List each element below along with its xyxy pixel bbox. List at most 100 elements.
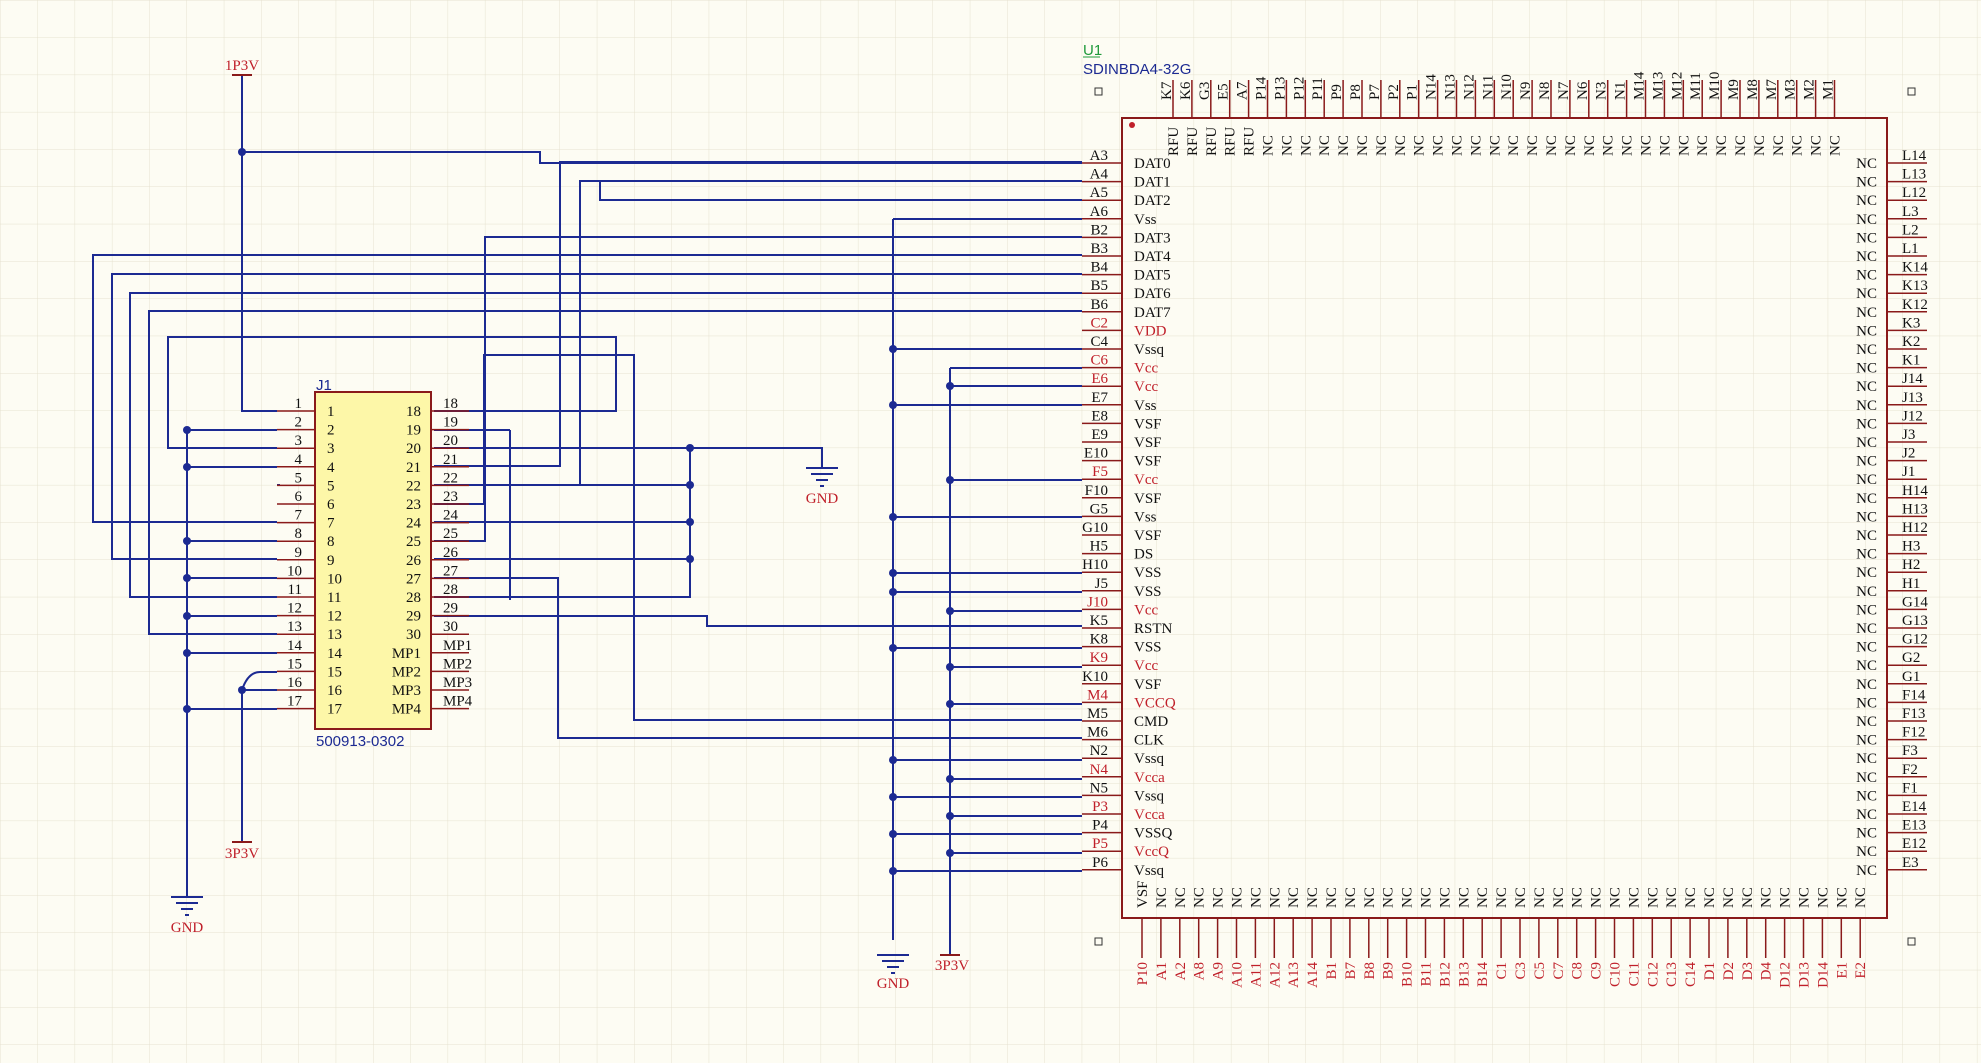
u1-pin-name: Vcc — [1134, 379, 1158, 395]
u1-pin-number: C14 — [1683, 962, 1699, 988]
u1-pin-number: C7 — [1551, 962, 1567, 980]
u1-pin-number: C1 — [1494, 962, 1510, 980]
u1-pin-name: DAT4 — [1134, 249, 1171, 265]
u1-pin-number: L12 — [1902, 185, 1926, 201]
u1-pin-number: E14 — [1902, 799, 1927, 815]
u1-pin-name: NC — [1695, 135, 1711, 156]
u1-pin-number: J1 — [1902, 464, 1915, 480]
u1-pin-number: J10 — [1087, 594, 1108, 610]
u1-pin-number: N12 — [1461, 74, 1477, 100]
j1-pin-name: 26 — [406, 553, 422, 569]
j1-pin-number: 24 — [443, 508, 459, 524]
u1-pin-number: G12 — [1902, 632, 1928, 648]
u1-pin-number: M2 — [1802, 79, 1818, 100]
u1-pin-number: B11 — [1419, 962, 1435, 986]
u1-pin-name: Vcca — [1134, 770, 1165, 786]
ground-label-top: GND — [806, 491, 839, 507]
j1-pin-number: 11 — [288, 582, 302, 598]
u1-pin-number: C10 — [1608, 962, 1624, 987]
wire-cmd[interactable] — [434, 354, 1082, 721]
u1-pin-name: NC — [1856, 416, 1877, 432]
wire-dat2[interactable] — [580, 180, 1082, 201]
u1-pin-name: NC — [1355, 135, 1371, 156]
u1-bottom-pins: VSFP10NCA1NCA2NCA8NCA9NCA10NCA11NCA12NCA… — [1135, 880, 1869, 987]
u1-pin-name: NC — [1419, 887, 1435, 908]
wire-rstn[interactable] — [434, 615, 1082, 627]
u1-pin-name: Vssq — [1134, 751, 1165, 767]
ground-label-left: GND — [171, 920, 204, 936]
u1-pin-number: K12 — [1902, 297, 1928, 313]
u1-pin-name: RFU — [1185, 127, 1201, 156]
u1-designator: U1 — [1083, 42, 1102, 59]
u1-pin-number: H1 — [1902, 576, 1920, 592]
wire-dat4[interactable] — [92, 254, 1082, 523]
u1-pin-name: NC — [1790, 135, 1806, 156]
u1-pin-number: A6 — [1090, 204, 1109, 220]
u1-pin-name: VSF — [1134, 416, 1162, 432]
u1-pin-name: NC — [1381, 887, 1397, 908]
wire-dat7[interactable] — [148, 310, 1082, 635]
u1-pin-number: J14 — [1902, 371, 1923, 387]
u1-pin-name: NC — [1412, 135, 1428, 156]
ground-symbol-u1[interactable] — [877, 954, 909, 974]
power-3p3v-u1[interactable]: 3P3V — [935, 954, 969, 974]
power-1p3v[interactable]: 1P3V — [225, 58, 259, 76]
u1-pin-number: A13 — [1286, 962, 1302, 988]
j1-pin-number: 6 — [295, 489, 303, 505]
u1-pin-number: G10 — [1082, 520, 1108, 536]
u1-pin-name: RFU — [1166, 127, 1182, 156]
u1-pin-name: NC — [1305, 887, 1321, 908]
u1-pin-name: NC — [1487, 135, 1503, 156]
u1-pin-name: NC — [1400, 887, 1416, 908]
j1-pin-name: 11 — [327, 590, 341, 606]
u1-pin-number: K8 — [1090, 632, 1108, 648]
u1-pin-number: J5 — [1095, 576, 1108, 592]
u1-pin-name: NC — [1343, 887, 1359, 908]
wire-clk[interactable] — [434, 577, 1082, 739]
j1-body[interactable] — [314, 391, 432, 730]
u1-pin-number: M13 — [1650, 72, 1666, 100]
u1-pin-number: J13 — [1902, 390, 1923, 406]
u1-body[interactable] — [1121, 117, 1888, 919]
u1-pin-name: NC — [1856, 565, 1877, 581]
u1-pin-number: B8 — [1362, 962, 1378, 980]
u1-pin-number: K13 — [1902, 278, 1928, 294]
power-3p3v-left[interactable]: 3P3V — [225, 841, 259, 862]
ground-symbol-left[interactable] — [171, 896, 203, 916]
u1-pin-number: F1 — [1902, 780, 1918, 796]
u1-pin-number: M4 — [1087, 687, 1108, 703]
u1-pin-number: L2 — [1902, 222, 1919, 238]
wire-dat5[interactable] — [111, 273, 1082, 560]
u1-pin-number: G13 — [1902, 613, 1928, 629]
u1-pin-name: NC — [1563, 135, 1579, 156]
u1-pin-name: VSF — [1134, 528, 1162, 544]
u1-pin-number: B12 — [1437, 962, 1453, 987]
u1-pin-number: B9 — [1381, 962, 1397, 980]
j1-pin-number: 28 — [443, 582, 458, 598]
wire-dat1[interactable] — [434, 161, 1082, 467]
u1-pin-number: C3 — [1513, 962, 1529, 980]
j1-pin-number: 17 — [287, 694, 303, 710]
u1-pin-number: D1 — [1702, 962, 1718, 980]
u1-pin-number: A11 — [1248, 962, 1264, 987]
j1-pin-name: 8 — [327, 534, 335, 550]
j1-pin-number: 18 — [443, 396, 458, 412]
wire-1p3v[interactable] — [241, 75, 277, 412]
u1-pin-name: NC — [1620, 135, 1636, 156]
u1-pin-number: F13 — [1902, 706, 1925, 722]
power-1p3v-label: 1P3V — [225, 58, 259, 74]
u1-pin-number: J2 — [1902, 446, 1915, 462]
j1-pin-name: 27 — [406, 571, 422, 587]
j1-pin-name: 14 — [327, 646, 343, 662]
u1-pin-number: N14 — [1424, 74, 1440, 100]
u1-pin-number: A3 — [1090, 148, 1108, 164]
wire-dat6[interactable] — [129, 292, 1082, 598]
u1-pin-number: L1 — [1902, 241, 1919, 257]
u1-pin-name: VSSQ — [1134, 826, 1173, 842]
u1-pin-name: NC — [1733, 135, 1749, 156]
u1-pin-number: J3 — [1902, 427, 1915, 443]
u1-pin-name: NC — [1856, 230, 1877, 246]
ground-symbol-top[interactable] — [806, 467, 838, 487]
